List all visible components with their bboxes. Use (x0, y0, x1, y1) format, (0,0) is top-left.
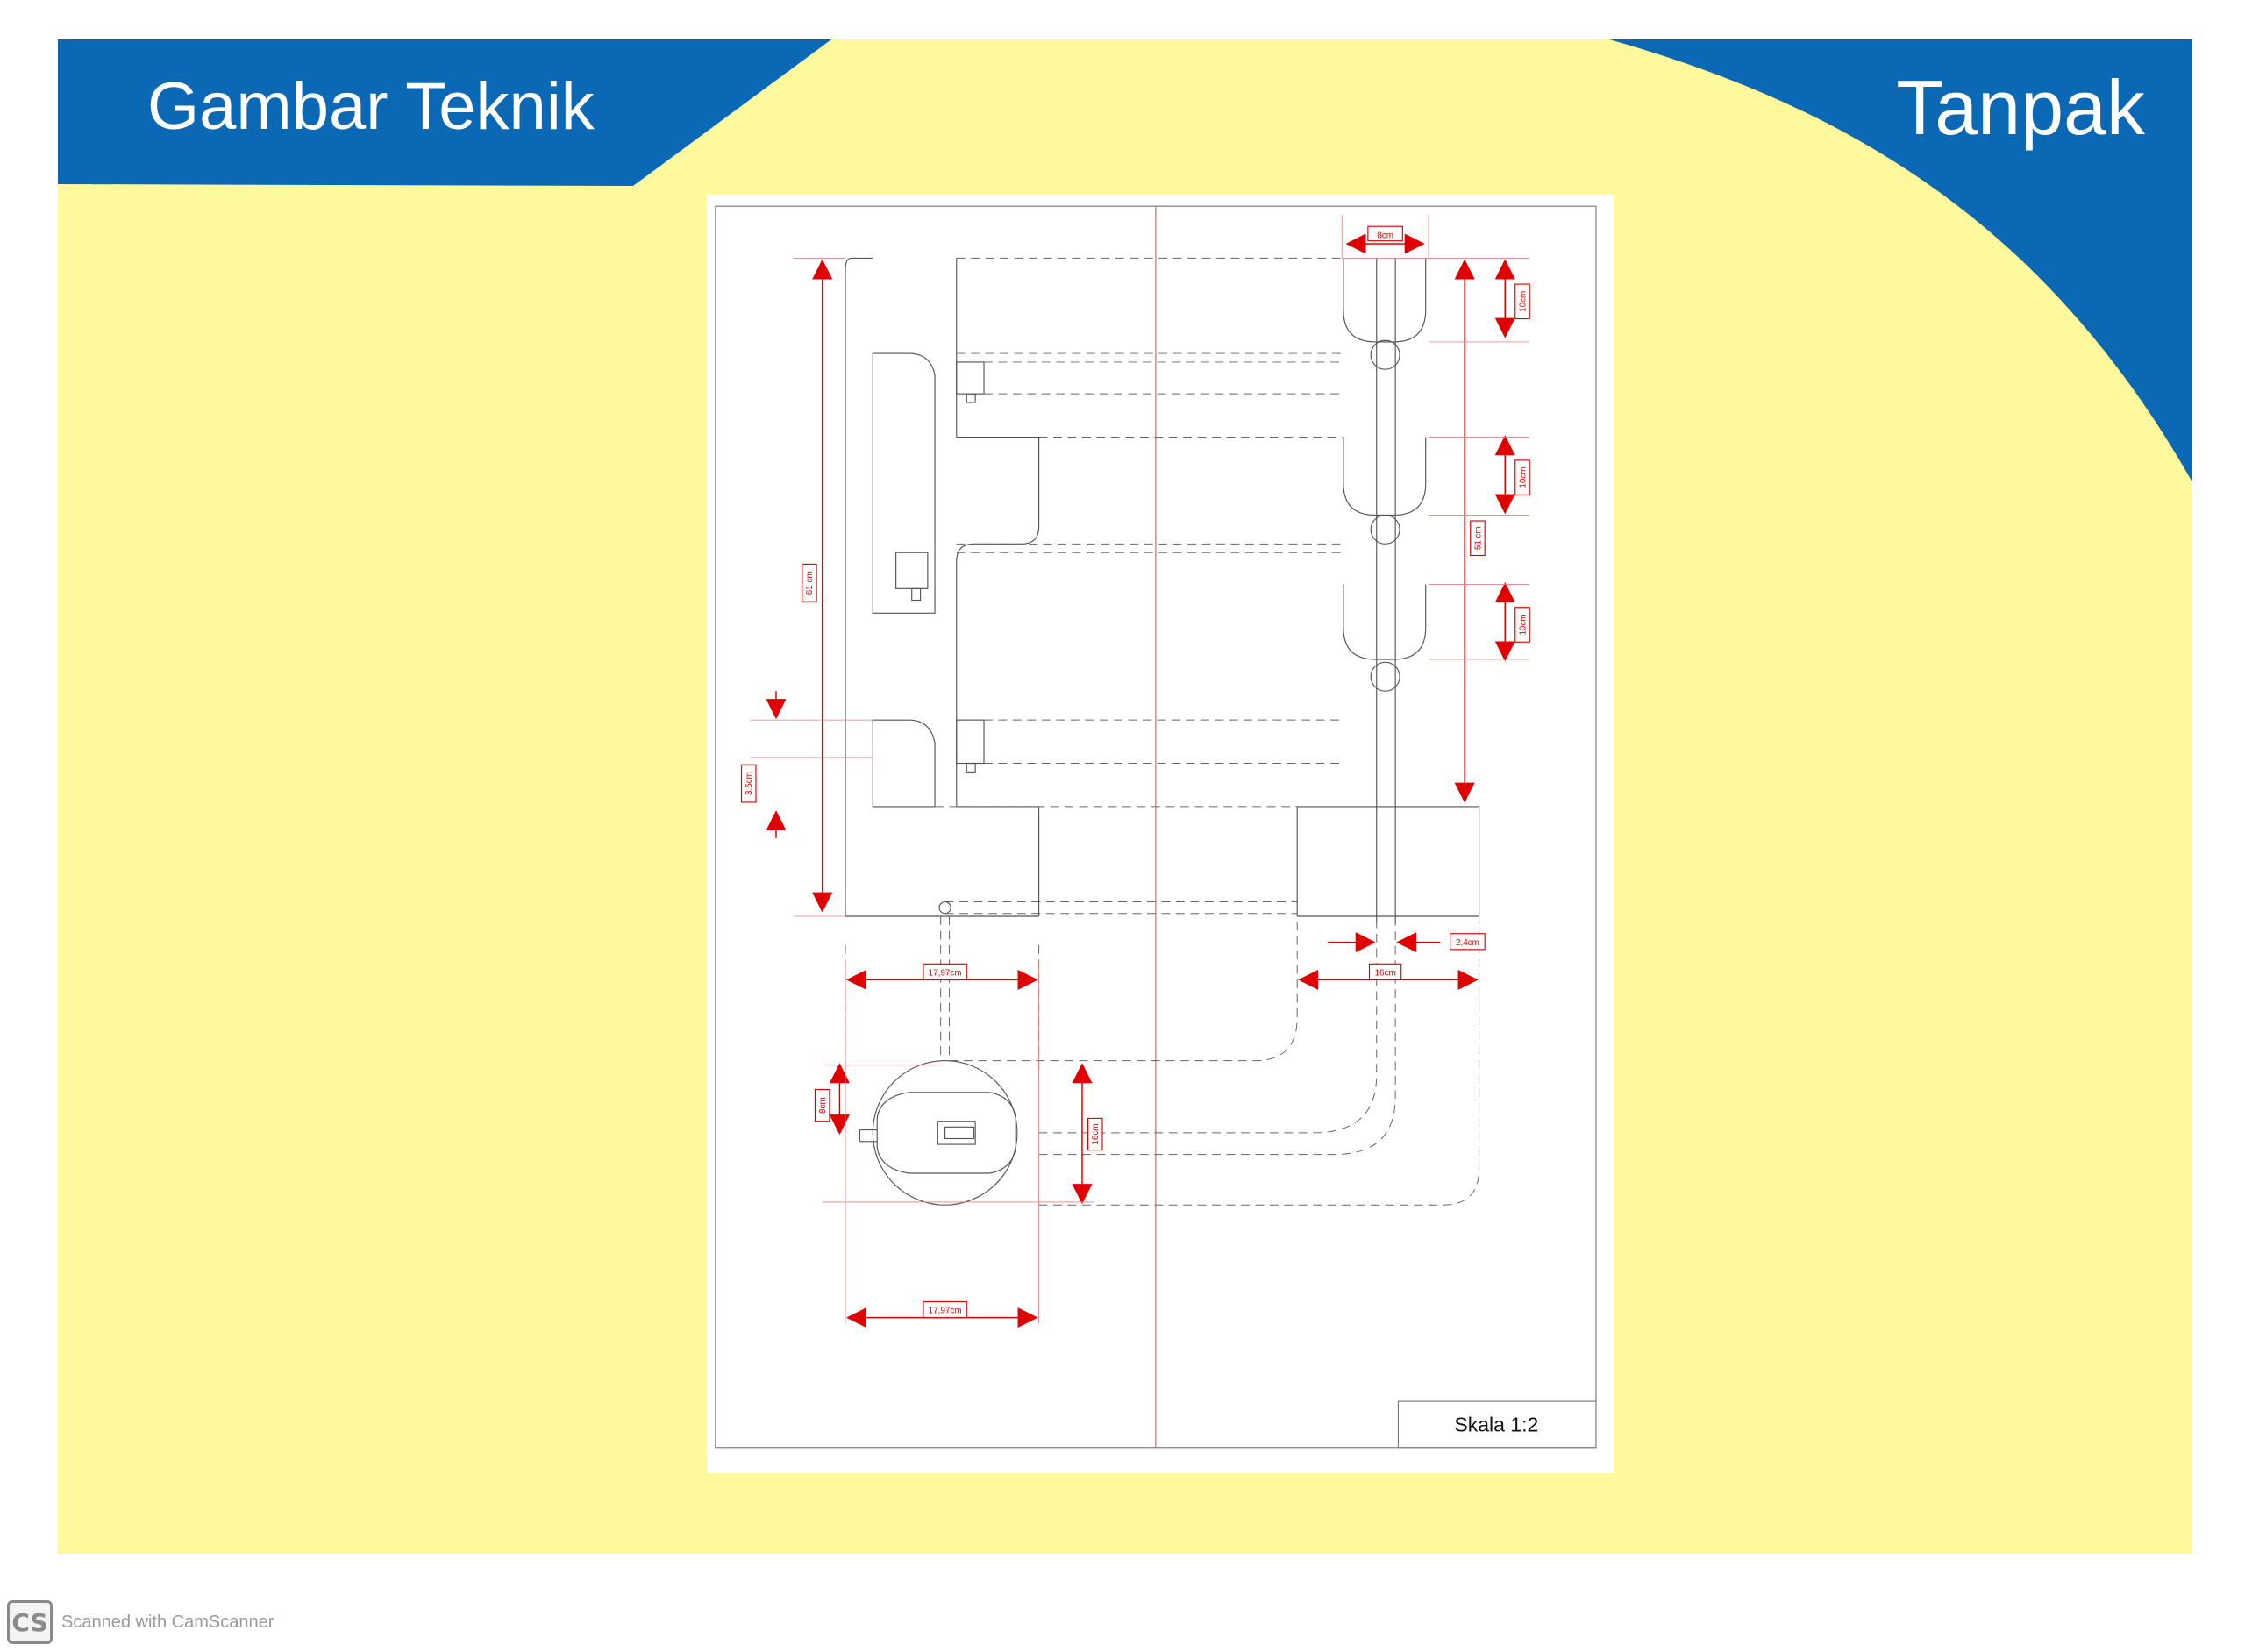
front-view-base (1296, 806, 1480, 917)
dim-segment-1: 10cm (1518, 291, 1528, 312)
front-view (1296, 258, 1480, 924)
front-view-cup-3 (1343, 584, 1427, 660)
side-view-back (845, 257, 873, 917)
slide-title-right: Tanpak (1896, 64, 2145, 151)
front-view-ring-2 (1370, 514, 1400, 545)
camscanner-logo-icon: CS (7, 1600, 53, 1644)
technical-drawing: 8cm 10cm 10cm 10cm 51 cm 61 cm 3,5cm 2,4… (715, 205, 1597, 1449)
dim-circle-height: 16cm (1091, 1123, 1101, 1144)
side-view-panel-lower (872, 719, 936, 808)
dimension-labels: 8cm 10cm 10cm 10cm 51 cm 61 cm 3,5cm 2,4… (745, 231, 1528, 1315)
base-socket-inner (944, 1126, 975, 1140)
base-circle (872, 1060, 1018, 1206)
knob-1-stem (966, 393, 976, 403)
dim-width-bottom: 17,97cm (929, 1307, 962, 1316)
base-ellipse (876, 1092, 1016, 1174)
title-banner-right (1609, 39, 2192, 482)
base-circle-assembly (859, 1060, 1018, 1206)
dim-top-width: 8cm (1377, 231, 1393, 240)
dimension-label-boxes (740, 225, 1530, 1319)
knob-3-stem (966, 762, 976, 773)
title-banner-left (58, 39, 831, 186)
extension-lines (750, 215, 1530, 1324)
watermark-text: Scanned with CamScanner (61, 1612, 274, 1632)
front-view-ring-1 (1370, 339, 1400, 370)
scanner-watermark: CS Scanned with CamScanner (7, 1598, 274, 1647)
joint-circle (938, 901, 951, 915)
dim-small-height: 3,5cm (745, 772, 754, 795)
dim-bottom-width-right: 16cm (1375, 968, 1396, 978)
drawing-paper (707, 195, 1614, 1473)
side-view (845, 257, 1040, 917)
base-socket (937, 1121, 976, 1145)
dim-total-right: 51 cm (1473, 526, 1483, 550)
side-view-panel (872, 352, 936, 614)
front-view-cup-1 (1343, 258, 1427, 343)
dim-segment-3: 10cm (1518, 614, 1528, 635)
knob-2-stem (911, 587, 922, 602)
dim-total-left: 61 cm (805, 571, 815, 595)
dim-circle-small: 8cm (818, 1097, 828, 1114)
dim-width-mid: 17,97cm (929, 968, 962, 978)
scale-block (1397, 1400, 1597, 1449)
scale-label: Skala 1:2 (1454, 1413, 1538, 1436)
front-view-ring-3 (1370, 661, 1400, 692)
dim-segment-2: 10cm (1518, 467, 1528, 488)
slide-title-left: Gambar Teknik (147, 69, 595, 144)
dim-pipe: 2,4cm (1456, 938, 1479, 948)
